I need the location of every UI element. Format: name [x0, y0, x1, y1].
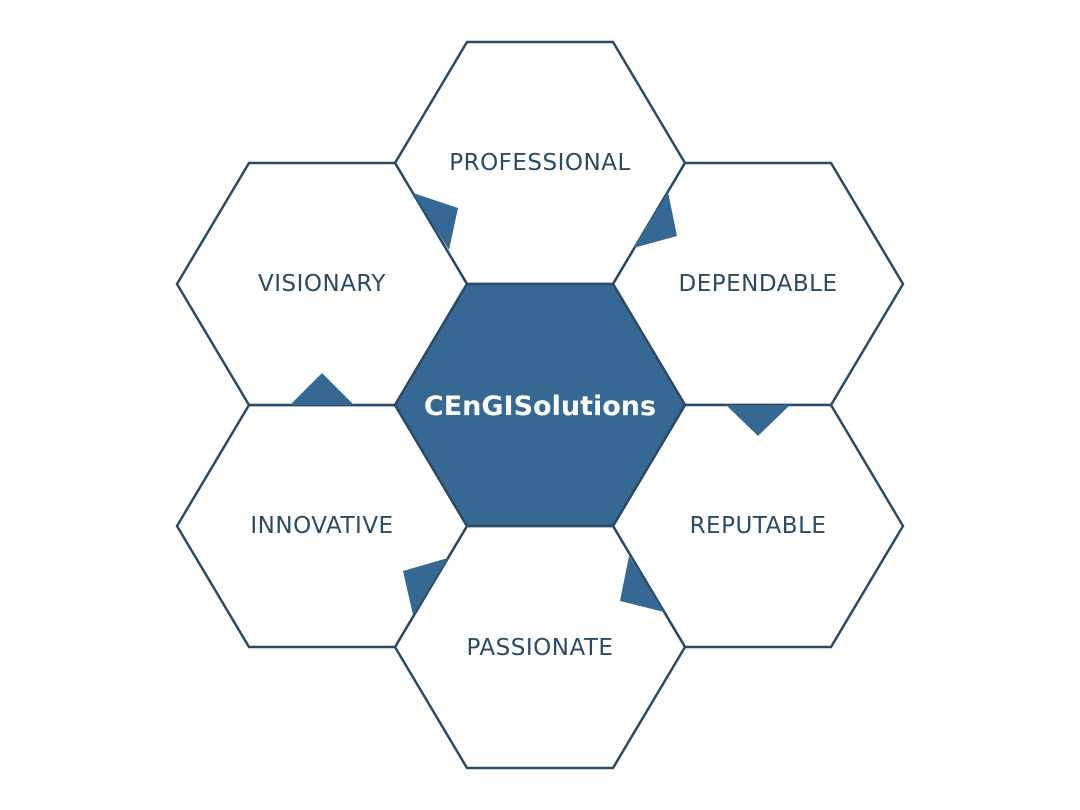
- hex-visionary-label: VISIONARY: [258, 271, 386, 297]
- hex-dependable: DEPENDABLE: [611, 161, 905, 407]
- hex-professional-label: PROFESSIONAL: [449, 150, 631, 176]
- hex-reputable-label: REPUTABLE: [690, 513, 827, 539]
- hex-passionate-label: PASSIONATE: [467, 635, 614, 661]
- hex-center: CEnGISolutions: [393, 282, 687, 528]
- connector-reputable-passionate: [620, 556, 664, 612]
- hex-passionate: PASSIONATE: [393, 524, 687, 770]
- hex-innovative-label: INNOVATIVE: [250, 513, 393, 539]
- connector-professional-dependable: [633, 192, 677, 248]
- center-title: CEnGISolutions: [424, 391, 656, 422]
- hex-center-shape: [393, 282, 687, 528]
- hex-dependable-label: DEPENDABLE: [678, 271, 837, 297]
- connector-dependable-reputable: [726, 405, 790, 436]
- connector-visionary-professional: [413, 193, 458, 250]
- connector-innovative-visionary: [290, 373, 354, 405]
- connector-passionate-innovative: [403, 558, 448, 615]
